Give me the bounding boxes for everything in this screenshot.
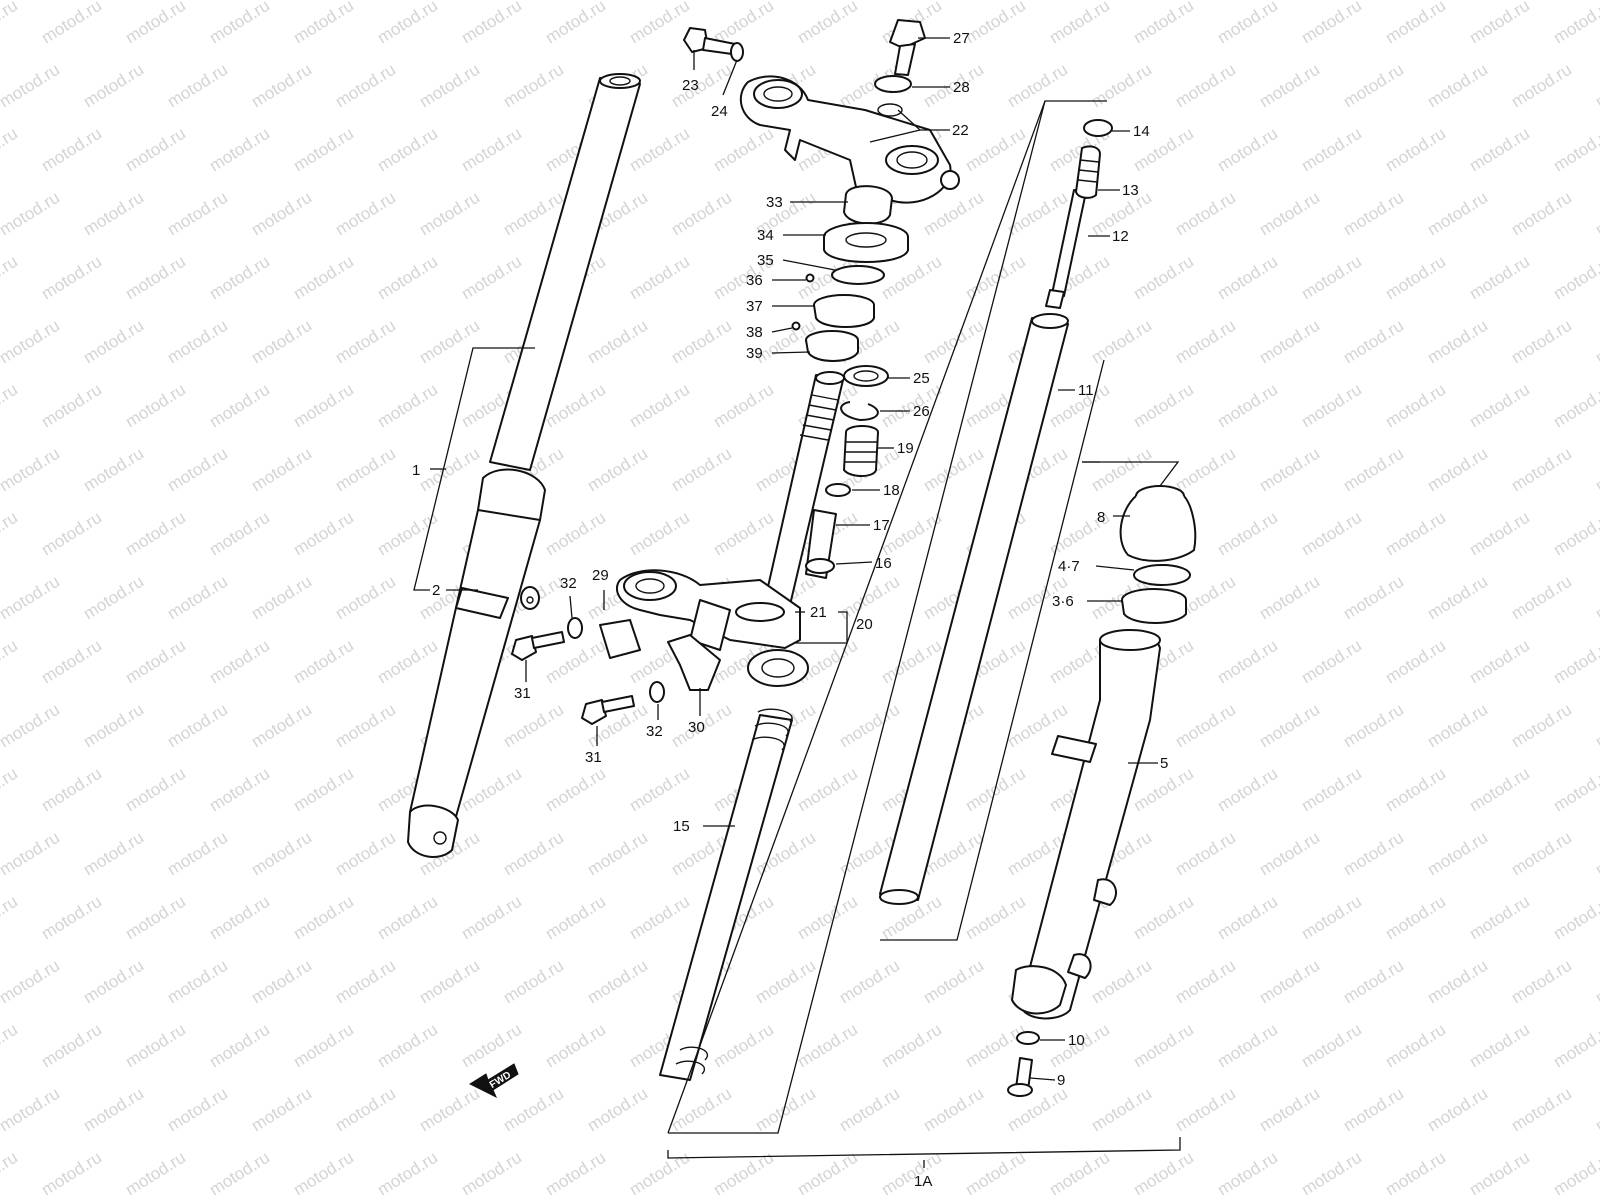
callout-23: 23 bbox=[682, 77, 699, 94]
callout-labels: 1 1A 2 3·6 4·7 5 8 9 10 11 12 13 14 15 1… bbox=[412, 30, 1168, 1190]
washer-32-lower bbox=[649, 681, 665, 703]
upper-bracket bbox=[739, 75, 960, 206]
callout-10: 10 bbox=[1068, 1032, 1085, 1049]
seal-3-6 bbox=[1121, 588, 1187, 624]
callout-8: 8 bbox=[1097, 509, 1105, 526]
callout-9: 9 bbox=[1057, 1072, 1065, 1089]
bearing-stack bbox=[791, 185, 909, 362]
callout-17: 17 bbox=[873, 517, 890, 534]
callout-3-6: 3·6 bbox=[1052, 593, 1074, 610]
outer-tube-5 bbox=[1011, 629, 1161, 1020]
callout-14: 14 bbox=[1133, 123, 1150, 140]
washer-24 bbox=[730, 42, 744, 62]
callout-19: 19 bbox=[897, 440, 914, 457]
callout-38: 38 bbox=[746, 324, 763, 341]
callout-31-upper: 31 bbox=[514, 685, 531, 702]
bolt-27 bbox=[889, 19, 926, 76]
callout-15: 15 bbox=[673, 818, 690, 835]
callout-25: 25 bbox=[913, 370, 930, 387]
callout-39: 39 bbox=[746, 345, 763, 362]
callout-24: 24 bbox=[711, 103, 728, 120]
lower-bracket bbox=[615, 569, 809, 687]
leader-lines bbox=[413, 37, 1181, 1168]
bolt-31-upper bbox=[511, 631, 565, 661]
circlip-26 bbox=[840, 401, 879, 421]
callout-13: 13 bbox=[1122, 182, 1139, 199]
callout-4-7: 4·7 bbox=[1058, 558, 1080, 575]
clamp-30 bbox=[667, 634, 721, 691]
retainer-4-7 bbox=[1133, 564, 1191, 586]
inner-tube-15 bbox=[659, 708, 793, 1081]
callout-27: 27 bbox=[953, 30, 970, 47]
fwd-arrow-icon: FWD bbox=[468, 1063, 519, 1099]
fork-tube-11 bbox=[879, 313, 1069, 905]
spring-19 bbox=[843, 425, 879, 477]
callout-37: 37 bbox=[746, 298, 763, 315]
bolt-31-lower bbox=[581, 695, 635, 725]
callout-32-upper: 32 bbox=[560, 575, 577, 592]
callout-35: 35 bbox=[757, 252, 774, 269]
fork-leg-left bbox=[407, 73, 641, 858]
callout-22: 22 bbox=[952, 122, 969, 139]
fwd-label: FWD bbox=[488, 1070, 513, 1091]
callout-5: 5 bbox=[1160, 755, 1168, 772]
callout-30: 30 bbox=[688, 719, 705, 736]
callout-11: 11 bbox=[1078, 382, 1094, 399]
dust-seal-8 bbox=[1119, 485, 1197, 562]
callout-36: 36 bbox=[746, 272, 763, 289]
callout-16: 16 bbox=[875, 555, 892, 572]
washer-10 bbox=[1016, 1031, 1040, 1045]
washer-32-upper bbox=[567, 617, 583, 639]
ring-14 bbox=[1083, 119, 1113, 137]
damper-rod-12 bbox=[1045, 145, 1101, 309]
seal-25 bbox=[843, 365, 889, 387]
callout-1: 1 bbox=[412, 462, 420, 479]
callout-1a: 1A bbox=[914, 1173, 932, 1190]
washer-16 bbox=[805, 558, 835, 574]
bolt-23 bbox=[683, 27, 736, 55]
callout-29: 29 bbox=[592, 567, 609, 584]
bolt-9 bbox=[1007, 1057, 1033, 1097]
callout-20: 20 bbox=[856, 616, 873, 633]
callout-28: 28 bbox=[953, 79, 970, 96]
callout-31-lower: 31 bbox=[585, 749, 602, 766]
callout-12: 12 bbox=[1112, 228, 1129, 245]
callout-32-lower: 32 bbox=[646, 723, 663, 740]
callout-26: 26 bbox=[913, 403, 930, 420]
callout-2: 2 bbox=[432, 582, 440, 599]
washer-28 bbox=[874, 75, 912, 93]
callout-34: 34 bbox=[757, 227, 774, 244]
callout-21: 21 bbox=[810, 604, 827, 621]
callout-33: 33 bbox=[766, 194, 783, 211]
oring-18 bbox=[825, 483, 851, 497]
clamp-29 bbox=[599, 619, 641, 659]
steering-stem bbox=[764, 371, 845, 606]
callout-18: 18 bbox=[883, 482, 900, 499]
